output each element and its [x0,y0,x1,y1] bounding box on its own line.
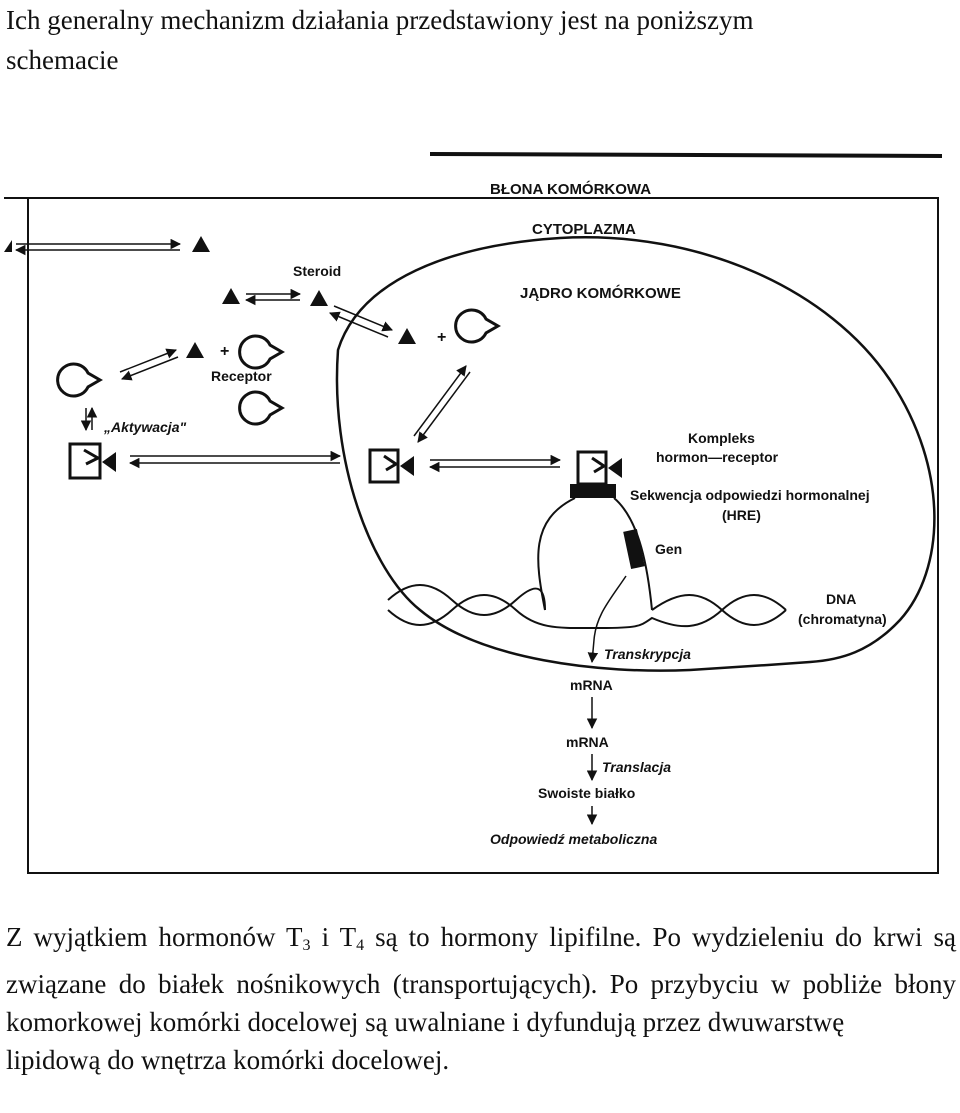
entry-arrow [329,311,389,338]
hormone-mechanism-diagram: BŁONA KOMÓRKOWA CYTOPLAZMA JĄDRO KOMÓRKO… [4,152,943,874]
activated-complex-icon [68,442,102,480]
steroid-label: Steroid [293,263,341,279]
nucleus-label: JĄDRO KOMÓRKOWE [520,284,681,302]
dna-label-line2: (chromatyna) [798,611,887,627]
receptor-label: Receptor [211,368,272,384]
para-last-line: lipidową do wnętrza komórki docelowej. [6,1045,450,1075]
receptor-icon [454,308,501,344]
intro-text: Ich generalny mechanizm działania przeds… [6,0,956,80]
hormone-triangle-icon [400,456,414,476]
hormone-triangle-icon [608,458,622,478]
receptor-icon [238,390,285,426]
nucleus-boundary [335,236,936,672]
t3-subscript: 3 [302,937,311,954]
mrna-nucleus-label: mRNA [570,677,613,693]
dna-strand [387,584,787,626]
gene-block [623,528,645,570]
response-label: Odpowiedź metaboliczna [490,831,657,847]
hormone-triangle-icon [398,328,416,344]
binding-arrow [119,348,177,373]
plus-sign: + [220,343,229,360]
complex-label-line1: Kompleks [688,430,755,446]
hormone-triangle-icon [310,290,328,306]
para-part-1: Z wyjątkiem hormonów T [6,922,303,952]
translation-label: Translacja [602,759,671,775]
receptor-icon [56,362,103,398]
nuclear-entry-arrow [413,365,467,437]
mrna-cytoplasm-label: mRNA [566,734,609,750]
protein-label: Swoiste białko [538,785,635,801]
para-part-2: i T [310,922,357,952]
membrane-label: BŁONA KOMÓRKOWA [490,180,651,198]
hormone-triangle-icon [102,452,116,472]
hre-label-line2: (HRE) [722,507,761,523]
hormone-triangle-icon [222,288,240,304]
hre-label-line1: Sekwencja odpowiedzi hormonalnej [630,487,870,503]
transcription-label: Transkrypcja [604,646,691,662]
activation-label: „Aktywacja" [103,419,186,435]
membrane-line [429,152,943,158]
cytoplasm-label: CYTOPLAZMA [532,221,636,238]
hormone-receptor-complex-icon [576,450,608,486]
hormone-triangle-icon [4,240,12,252]
cell-frame [4,197,939,874]
entry-arrow [333,305,393,332]
binding-arrow [121,356,179,381]
intro-line-1: Ich generalny mechanizm działania przeds… [6,5,754,35]
para-part-3: są to hormony lipifilne. Po wydzieleniu … [6,922,957,1037]
dna-label-line1: DNA [826,591,856,607]
body-paragraph: Z wyjątkiem hormonów T3 i T4 są to hormo… [6,918,956,1079]
receptor-icon [238,334,285,370]
hormone-triangle-icon [186,342,204,358]
t4-subscript: 4 [356,937,365,954]
hre-block [570,484,616,498]
nuclear-entry-arrow [417,371,471,443]
plus-sign: + [437,329,446,346]
gene-label: Gen [655,541,682,557]
complex-label-line2: hormon—receptor [656,449,779,465]
hormone-triangle-icon [192,236,210,252]
intro-line-2: schemacie [6,45,119,75]
transcription-arrow [587,575,627,664]
dna-strand [387,594,787,630]
activated-complex-icon [368,448,400,484]
